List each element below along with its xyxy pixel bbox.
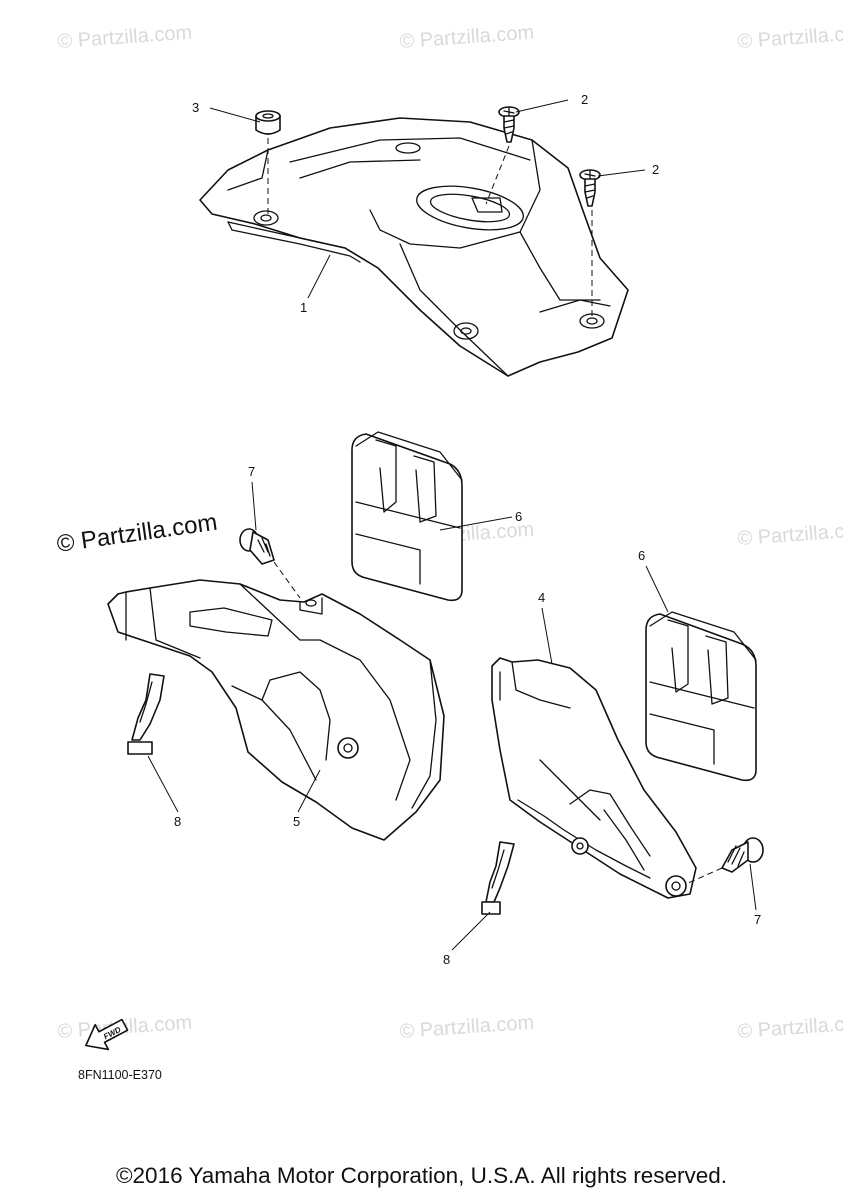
watermark-text: © Partzilla.com [57,22,193,53]
part-5-side-cover [107,579,445,841]
callout-7: 7 [754,912,761,927]
callout-2: 2 [581,92,588,107]
part-4-side-cover [491,657,697,899]
leader-lines [147,99,757,951]
part-1-upper-cover [199,117,629,377]
callout-2: 2 [652,162,659,177]
part-3-collar [255,110,281,135]
part-8-clip [127,673,165,755]
watermark-text: © Partzilla.com [737,519,843,550]
part-8-clip [481,841,515,915]
callouts: 3 2 2 1 7 6 6 4 5 8 7 8 [174,92,761,967]
callout-6: 6 [638,548,645,563]
copyright-notice: ©2016 Yamaha Motor Corporation, U.S.A. A… [115,1163,728,1188]
part-7-bolt [721,837,764,873]
watermark-text: © Partzilla.com [399,1012,535,1043]
fwd-arrow-icon: FWD [85,1018,129,1051]
part-6-pad [351,431,463,602]
watermark-text: © Partzilla.com [737,22,843,53]
part-2-screw [579,169,601,207]
callout-1: 1 [300,300,307,315]
watermark-layer: © Partzilla.com © Partzilla.com © Partzi… [55,22,843,1043]
callout-3: 3 [192,100,199,115]
callout-4: 4 [538,590,545,605]
callout-8: 8 [174,814,181,829]
part-7-bolt [239,528,275,565]
callout-5: 5 [293,814,300,829]
watermark-text: © Partzilla.com [737,1012,843,1043]
alignment-line [273,561,301,599]
alignment-line [685,867,723,885]
watermark-text: © Partzilla.com [399,22,535,53]
diagram-code: 8FN1100-E370 [78,1068,162,1082]
part-2-screw [498,106,520,143]
part-6-pad [645,611,757,782]
watermark-prominent: © Partzilla.com [55,509,219,558]
callout-8: 8 [443,952,450,967]
callout-7: 7 [248,464,255,479]
alignment-line [485,145,510,205]
callout-6: 6 [515,509,522,524]
